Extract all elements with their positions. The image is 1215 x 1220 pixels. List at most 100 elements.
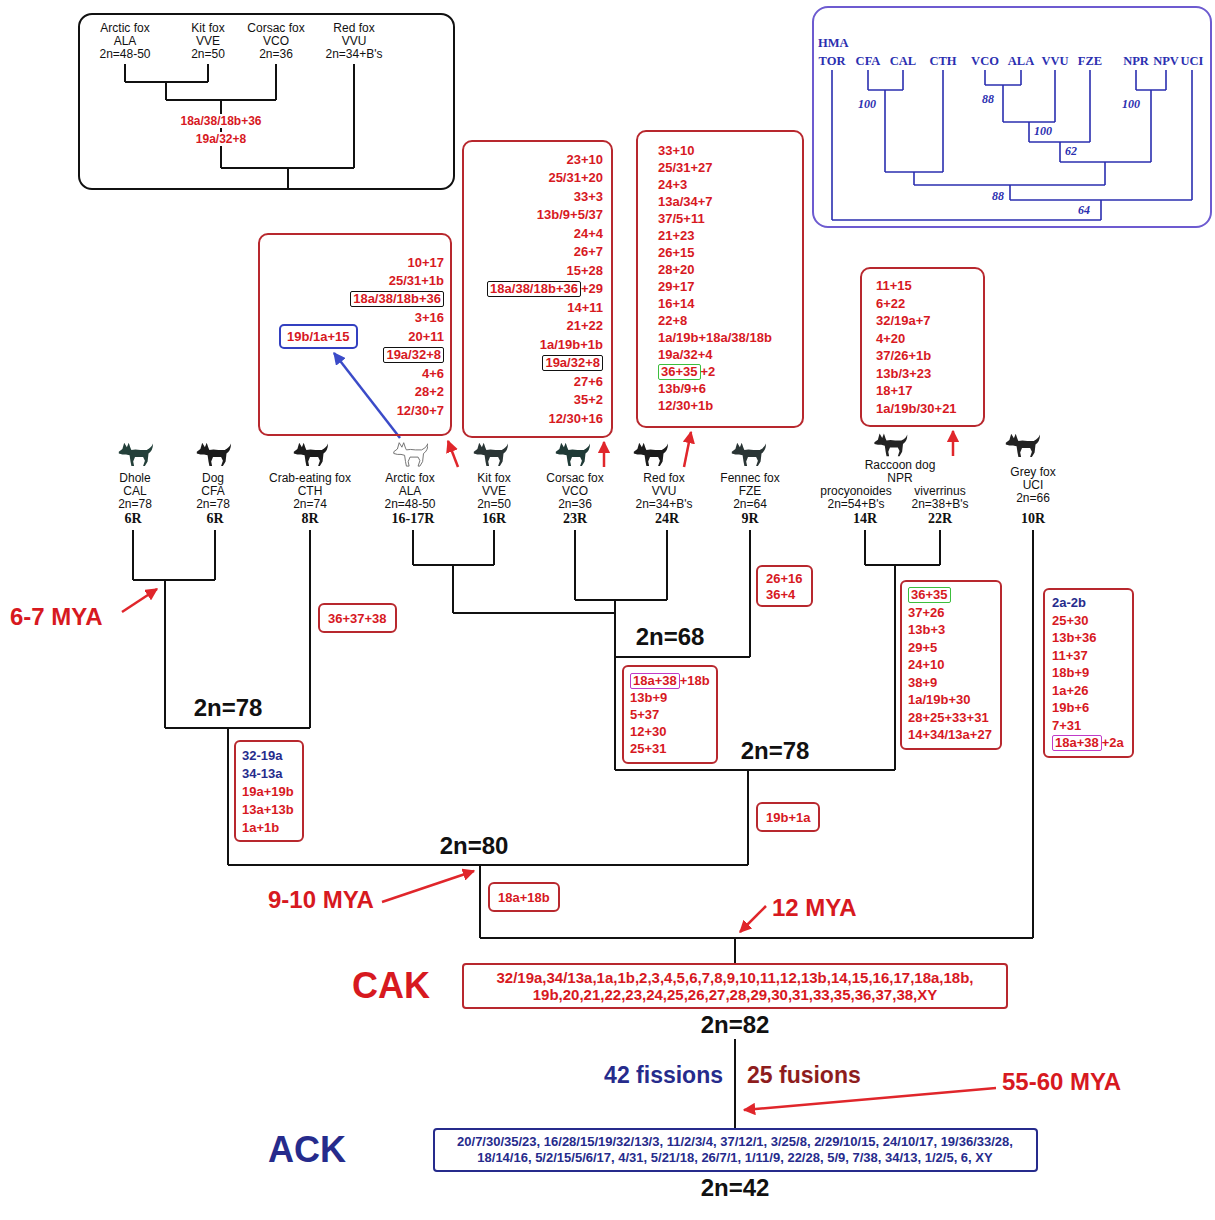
pointer-arrow <box>382 871 474 902</box>
rearrangement-label: 25/31+27 <box>658 160 713 175</box>
inset-tree-branch <box>125 64 354 190</box>
event-count: 42 fissions <box>604 1062 723 1089</box>
rearrangement-label: 19a+19b <box>242 784 294 799</box>
rearrangement-label: 18a+38 <box>1055 735 1099 750</box>
connector <box>734 1039 736 1128</box>
diploid-number: 2n=82 <box>462 1011 1008 1039</box>
species-label: 2n=48-50 <box>384 498 435 511</box>
taxon-label: HMA <box>818 36 849 50</box>
taxon-label: FZE <box>1078 54 1102 68</box>
highlight-box: 19a/32+8 <box>542 355 603 371</box>
rearrangement-count: 22R <box>928 511 952 526</box>
karyotype-name: ACK <box>268 1130 346 1170</box>
rearrangement-label: 36+4 <box>766 587 795 602</box>
divergence-time: 55-60 MYA <box>1002 1068 1121 1096</box>
divergence-time: 9-10 MYA <box>268 886 374 914</box>
rearrangement-label: 34-13a <box>242 766 282 781</box>
rearrangement-label: 25/31+20 <box>548 170 603 185</box>
rearrangement-label: 29+5 <box>908 640 937 655</box>
rearrangement-label: 28+2 <box>415 384 444 399</box>
species-label: procyonoides <box>820 485 891 498</box>
rearrangement-box: 10+1725/31+1b18a/38/18b+363+1620+1119a/3… <box>258 233 452 436</box>
rearrangement-label: +2a <box>1102 735 1124 750</box>
taxon-label: VCO <box>263 35 289 48</box>
rearrangement-count: 23R <box>563 511 587 526</box>
karyotype-name: CAK <box>352 966 430 1006</box>
taxon-label: Corsac fox <box>247 22 304 35</box>
taxon-label: CAL <box>890 54 916 68</box>
animal-icon <box>634 443 668 466</box>
species-label: 2n=64 <box>733 498 767 511</box>
rearrangement-label: 37+26 <box>908 605 945 620</box>
rearrangement-label: 19b+1a <box>766 810 810 825</box>
diploid-number: 2n=68 <box>636 623 705 651</box>
rearrangement-box: 33+1025/31+2724+313a/34+737/5+1121+2326+… <box>636 130 804 428</box>
rearrangement-label: 10+17 <box>407 255 444 270</box>
taxon-label: NPV <box>1153 54 1179 68</box>
animal-icon <box>556 443 590 466</box>
rearrangement-label: 37/26+1b <box>876 348 931 363</box>
taxon-label: VCO <box>971 54 999 68</box>
rearrangement-label: 13b/9+6 <box>658 381 706 396</box>
rearrangement-label: 18b+9 <box>1052 665 1089 680</box>
taxon-label: VVU <box>1041 54 1068 68</box>
species-label: NPR <box>887 472 912 485</box>
animal-icon <box>1006 434 1040 457</box>
species-label: 2n=38+B's <box>911 498 968 511</box>
taxon-label: UCI <box>1181 54 1204 68</box>
taxon-label: CFA <box>856 54 881 68</box>
rearrangement-label: 36+37+38 <box>328 611 387 626</box>
rearrangement-count: 24R <box>655 511 679 526</box>
rearrangement-label: +29 <box>581 281 603 296</box>
rearrangement-label: 37/5+11 <box>658 211 705 226</box>
species-label: Fennec fox <box>720 472 779 485</box>
pointer-arrow <box>334 353 400 438</box>
rearrangement-box: 26+1636+4 <box>756 565 813 607</box>
support-value: 100 <box>858 97 876 111</box>
species-label: VCO <box>562 485 588 498</box>
animal-icon <box>394 443 428 466</box>
pointer-arrow <box>684 432 691 467</box>
rearrangement-label: 18a+18b <box>498 890 550 905</box>
species-label: VVE <box>482 485 506 498</box>
taxon-label: TOR <box>819 54 846 68</box>
rearrangement-box: 2a-2b25+3013b+3611+3718b+91a+2619b+67+31… <box>1043 588 1134 758</box>
rearrangement-label: 1a+26 <box>1052 683 1089 698</box>
rearrangement-count: 6R <box>206 511 223 526</box>
species-label: 2n=50 <box>477 498 511 511</box>
rearrangement-label: 18+17 <box>876 383 913 398</box>
rearrangement-count: 9R <box>741 511 758 526</box>
annotation-box: 19b/1a+15 <box>279 324 358 349</box>
taxon-label: 2n=36 <box>259 48 293 61</box>
rearrangement-label: 13a+13b <box>242 802 294 817</box>
rearrangement-label: 26+16 <box>766 571 803 586</box>
rearrangement-label: 32/19a+7 <box>876 313 931 328</box>
rearrangement-label: 1a/19b+1b <box>540 337 603 352</box>
species-label: CAL <box>123 485 146 498</box>
tree-branch <box>133 530 1033 963</box>
rearrangement-label: 13b+3 <box>908 622 945 637</box>
rearrangement-label: 11+37 <box>1052 648 1088 663</box>
taxon-label: NPR <box>1123 54 1149 68</box>
rearrangement-box: 18a+18b <box>488 882 560 912</box>
rearrangement-label: 22+8 <box>658 313 687 328</box>
taxon-label: Red fox <box>333 22 374 35</box>
diploid-number: 2n=80 <box>440 832 509 860</box>
diploid-number: 2n=42 <box>433 1174 1038 1202</box>
rearrangement-label: 14+11 <box>567 300 603 315</box>
taxon-label: ALA <box>114 35 137 48</box>
rearrangement-label: 24+3 <box>658 177 687 192</box>
taxon-label: 2n=50 <box>191 48 225 61</box>
rearrangement-label: 13b+36 <box>1052 630 1096 645</box>
species-label: UCI <box>1023 479 1044 492</box>
species-label: 2n=36 <box>558 498 592 511</box>
rearrangement-label: 1a/19b+18a/38/18b <box>658 330 772 345</box>
animal-icon <box>732 443 766 466</box>
rearrangement-box: 32-19a34-13a19a+19b13a+13b1a+1b <box>234 740 304 842</box>
taxon-label: Kit fox <box>191 22 224 35</box>
rearrangement-label: 28+20 <box>658 262 695 277</box>
animal-icon <box>874 434 907 457</box>
rearrangement-label: 18a+38 <box>633 673 677 688</box>
